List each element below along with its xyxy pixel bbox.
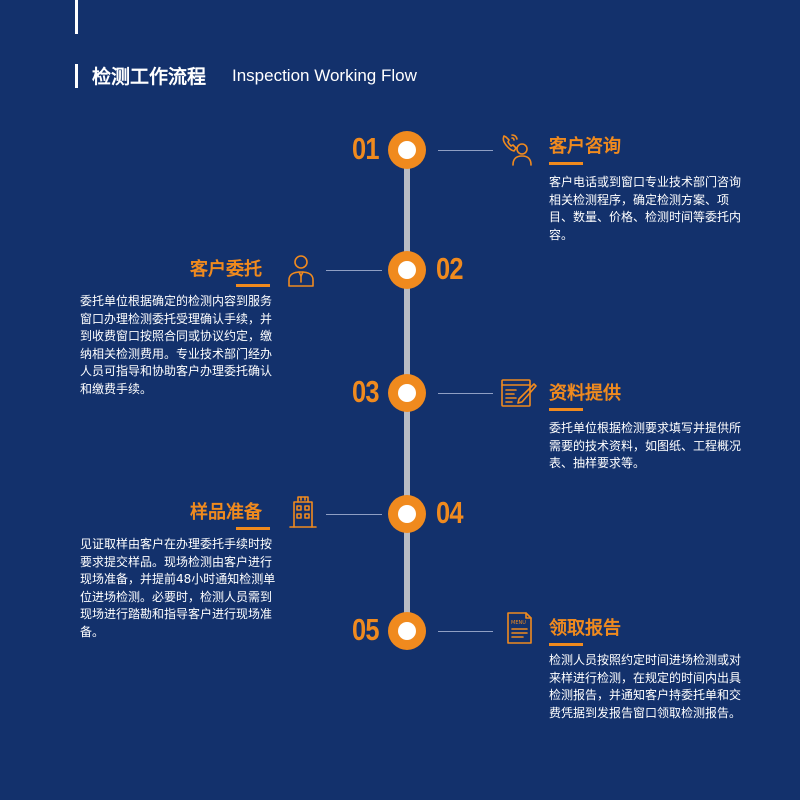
step-underline-01 (549, 162, 583, 165)
step-underline-02 (236, 284, 270, 287)
menu-report-icon: MENU (502, 611, 536, 645)
timeline-node-03 (388, 374, 426, 412)
step-title-05: 领取报告 (549, 618, 621, 639)
building-icon (286, 494, 320, 528)
step-title-02: 客户委托 (190, 259, 262, 280)
timeline-node-01 (388, 131, 426, 169)
connector-01 (438, 150, 493, 151)
page-title: 检测工作流程 (92, 66, 207, 88)
top-divider (75, 0, 78, 34)
step-number-01: 01 (352, 131, 379, 166)
step-number-04: 04 (436, 495, 463, 530)
phone-user-icon (500, 132, 534, 166)
svg-text:MENU: MENU (511, 620, 526, 626)
step-title-01: 客户咨询 (549, 136, 621, 157)
business-person-icon (284, 253, 318, 287)
step-number-03: 03 (352, 374, 379, 409)
step-title-03: 资料提供 (549, 383, 621, 404)
timeline-node-04 (388, 495, 426, 533)
step-number-05: 05 (352, 612, 379, 647)
step-underline-03 (549, 408, 583, 411)
step-description-02: 委托单位根据确定的检测内容到服务窗口办理检测委托受理确认手续，并到收费窗口按照合… (80, 294, 273, 396)
step-description-05: 检测人员按照约定时间进场检测或对来样进行检测，在规定的时间内出具检测报告，并通知… (549, 653, 742, 720)
connector-03 (438, 393, 493, 394)
timeline-node-05 (388, 612, 426, 650)
timeline-node-02 (388, 251, 426, 289)
step-underline-04 (236, 527, 270, 530)
title-accent-bar (75, 64, 78, 88)
connector-05 (438, 631, 493, 632)
step-description-03: 委托单位根据检测要求填写并提供所需要的技术资料，如图纸、工程概况表、抽样要求等。 (549, 421, 742, 470)
connector-04 (326, 514, 382, 515)
step-description-04: 见证取样由客户在办理委托手续时按要求提交样品。现场检测由客户进行现场准备，并提前… (80, 537, 276, 639)
page-subtitle: Inspection Working Flow (232, 66, 417, 85)
step-title-04: 样品准备 (190, 502, 262, 523)
step-number-02: 02 (436, 251, 463, 286)
step-underline-05 (549, 643, 583, 646)
document-pen-icon (500, 376, 538, 410)
connector-02 (326, 270, 382, 271)
step-description-01: 客户电话或到窗口专业技术部门咨询相关检测程序，确定检测方案、项目、数量、价格、检… (549, 175, 742, 242)
